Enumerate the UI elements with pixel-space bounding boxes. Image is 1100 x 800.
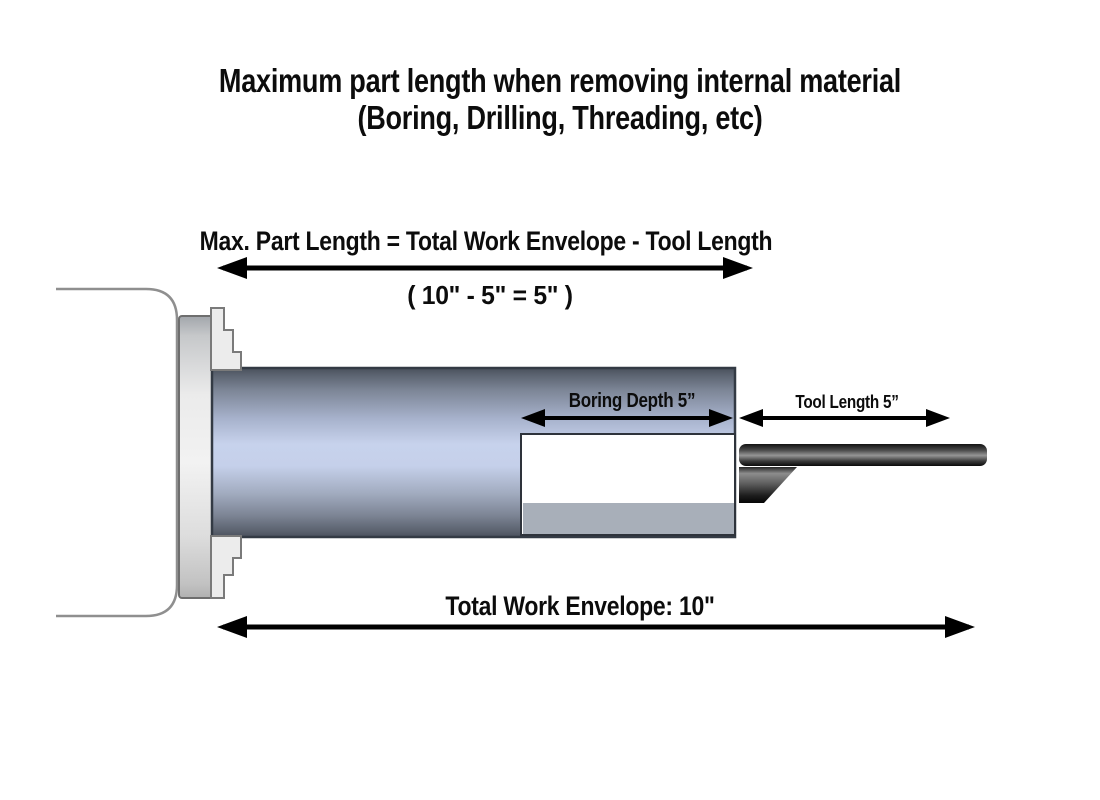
tool-length-arrow <box>739 409 950 427</box>
page-title: Maximum part length when removing intern… <box>144 62 976 136</box>
tool-holder-tip <box>739 467 797 503</box>
chuck-backplate <box>178 315 214 599</box>
arrowhead-right-icon <box>945 616 975 638</box>
tool-length-label: Tool Length 5” <box>795 392 899 412</box>
bore-floor <box>523 503 734 534</box>
arrowhead-right-icon <box>709 409 733 427</box>
arrow-shaft <box>223 265 747 271</box>
title-line-2: (Boring, Drilling, Threading, etc) <box>357 99 763 136</box>
arrowhead-right-icon <box>723 257 753 279</box>
boring-depth-arrow <box>521 409 733 427</box>
title-line-1: Maximum part length when removing intern… <box>218 62 902 99</box>
bore-outline <box>520 433 736 536</box>
arrow-shaft <box>223 624 969 630</box>
work-envelope-label: Total Work Envelope: 10" <box>445 591 715 621</box>
chuck-jaw-bottom <box>210 535 242 599</box>
max-part-length-formula: Max. Part Length = Total Work Envelope -… <box>199 226 773 256</box>
boring-depth-label: Boring Depth 5” <box>568 390 696 412</box>
work-envelope-arrow <box>217 616 975 638</box>
arrowhead-right-icon <box>926 409 950 427</box>
arrow-shaft <box>745 416 944 420</box>
boring-bar-tool <box>739 444 987 466</box>
headstock-body <box>56 287 179 618</box>
formula-values: ( 10" - 5" = 5" ) <box>407 280 573 310</box>
max-part-length-arrow <box>217 257 753 279</box>
arrow-shaft <box>527 416 727 420</box>
chuck-jaw-top <box>210 307 242 371</box>
work-envelope-value: 10" <box>678 591 715 621</box>
